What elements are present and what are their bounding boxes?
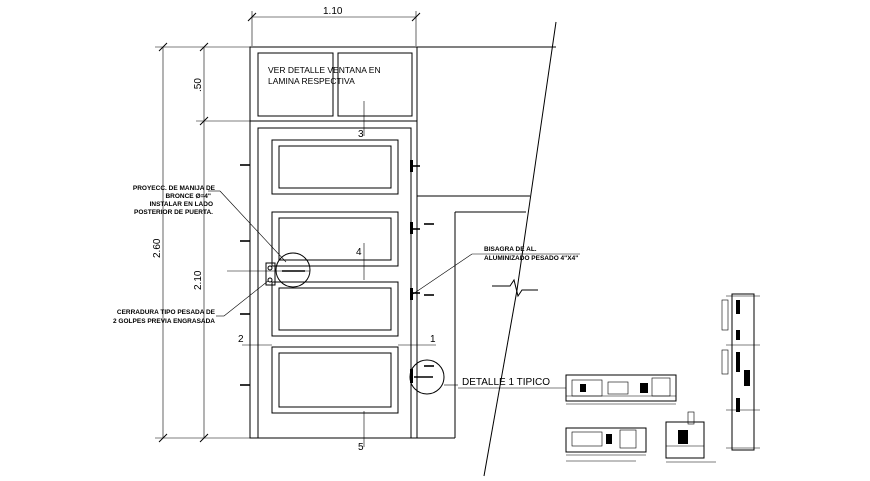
section-mark-2: 2 [238, 334, 244, 345]
window-ref-line1: VER DETALLE VENTANA EN [268, 65, 381, 75]
handle-note: PROYECC. DE MANIJA DE BRONCE Ø=4" INSTAL… [133, 185, 287, 263]
lock-note-line2: 2 GOLPES PREVIA ENGRASADA [113, 318, 215, 325]
break-line [483, 21, 557, 477]
width-dimension-label: 1.10 [323, 6, 343, 17]
transom-height-label: .50 [193, 78, 204, 92]
handle-note-line1: PROYECC. DE MANIJA DE [133, 185, 216, 192]
detail-callout: DETALLE 1 TIPICO [409, 359, 566, 395]
wall-anchors-left [240, 164, 250, 386]
lock-note: CERRADURA TIPO PESADA DE 2 GOLPES PREVIA… [113, 280, 269, 325]
lock-note-line1: CERRADURA TIPO PESADA DE [117, 309, 216, 316]
hinge-note-line1: BISAGRA DE AL. [484, 246, 537, 253]
wall-jamb-right [250, 160, 530, 439]
construction-details [565, 293, 760, 463]
handle-note-line3: INSTALAR EN LADO [150, 201, 213, 208]
handle-note-line2: BRONCE Ø=4" [165, 193, 211, 200]
detail-title: DETALLE 1 TIPICO [462, 377, 550, 388]
section-mark-4: 4 [356, 247, 362, 258]
handle-note-line4: POSTERIOR DE PUERTA. [134, 209, 213, 216]
section-mark-5: 5 [358, 442, 364, 453]
door-handle [227, 252, 311, 288]
total-height-label: 2.60 [152, 238, 163, 258]
hinge-note-line2: ALUMINIZADO PESADO 4"X4" [484, 255, 578, 262]
window-ref-line2: LAMINA RESPECTIVA [268, 76, 355, 86]
section-marks: 3 4 5 2 1 [238, 101, 436, 453]
section-mark-3: 3 [358, 129, 364, 140]
hinge-note: BISAGRA DE AL. ALUMINIZADO PESADO 4"X4" [412, 246, 580, 295]
window-reference-note: VER DETALLE VENTANA EN LAMINA RESPECTIVA [268, 65, 381, 86]
door-leaf [257, 127, 412, 439]
section-mark-1: 1 [430, 334, 436, 345]
door-height-label: 2.10 [193, 270, 204, 290]
width-dimension: 1.10 [247, 6, 421, 46]
height-dimensions: 2.60 .50 2.10 [152, 42, 252, 443]
